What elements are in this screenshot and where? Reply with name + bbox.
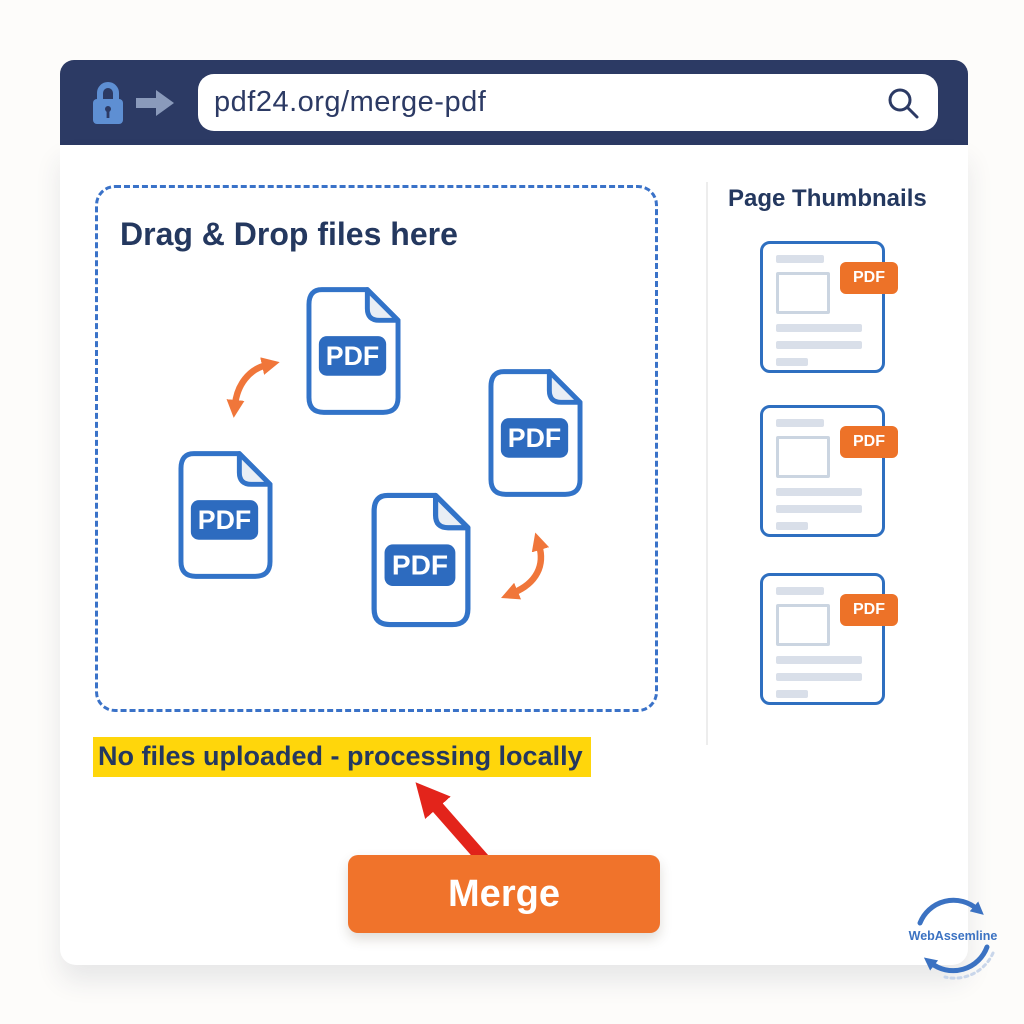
pdf-badge-label: PDF (392, 550, 448, 581)
swap-arrow-icon (501, 532, 550, 600)
thumb-pdf-badge: PDF (840, 262, 898, 294)
thumb-pdf-badge: PDF (840, 426, 898, 458)
thumb-text-line (776, 255, 825, 263)
merge-button[interactable]: Merge (348, 855, 660, 933)
lock-icon (93, 82, 123, 124)
pdf-file[interactable]: PDF (306, 286, 401, 416)
pdf-badge-label: PDF (198, 505, 251, 535)
thumb-text-line (776, 488, 862, 496)
webassembly-logo: WebAssemline (903, 883, 1003, 988)
thumb-pdf-badge: PDF (840, 594, 898, 626)
page-thumbnail[interactable]: PDF (760, 573, 898, 705)
pdf-badge-label: PDF (326, 341, 379, 371)
pdf-file-icon: PDF (178, 451, 273, 579)
pdf-file[interactable]: PDF (488, 368, 583, 498)
search-icon[interactable] (886, 86, 920, 120)
drop-zone[interactable]: Drag & Drop files here PDF PDF (95, 185, 658, 712)
browser-content: Drag & Drop files here PDF PDF (60, 145, 968, 965)
thumb-text-line (776, 656, 862, 664)
thumb-image-placeholder (776, 604, 830, 646)
browser-topbar: pdf24.org/merge-pdf (60, 60, 968, 145)
sidebar-divider (706, 182, 708, 745)
thumb-text-line (776, 522, 808, 530)
go-arrow-icon (136, 90, 174, 116)
status-highlight: No files uploaded - processing locally (93, 737, 591, 777)
thumb-text-line (776, 690, 808, 698)
logo-text: WebAssemline (908, 929, 998, 943)
thumb-text-line (776, 341, 862, 349)
thumb-text-line (776, 358, 808, 366)
url-text: pdf24.org/merge-pdf (214, 86, 487, 118)
pdf-file-icon: PDF (371, 492, 471, 628)
thumb-image-placeholder (776, 272, 830, 314)
thumb-text-line (776, 505, 862, 513)
browser-window: pdf24.org/merge-pdf Drag & Drop files he… (60, 60, 968, 965)
dropzone-title: Drag & Drop files here (120, 216, 458, 252)
url-bar[interactable]: pdf24.org/merge-pdf (198, 74, 938, 131)
thumb-text-line (776, 673, 862, 681)
sidebar-title: Page Thumbnails (728, 185, 927, 212)
page-thumbnail[interactable]: PDF (760, 241, 898, 373)
page-thumbnail[interactable]: PDF (760, 405, 898, 537)
thumb-text-line (776, 324, 862, 332)
thumb-image-placeholder (776, 436, 830, 478)
pdf-file[interactable]: PDF (371, 490, 471, 630)
thumb-text-line (776, 587, 825, 595)
pdf-file-icon: PDF (488, 369, 583, 497)
thumb-text-line (776, 419, 825, 427)
pdf-file-icon: PDF (306, 287, 401, 415)
pdf-file[interactable]: PDF (178, 450, 273, 580)
circular-arrows-icon (917, 897, 995, 980)
pdf-badge-label: PDF (508, 423, 561, 453)
swap-arrow-icon (226, 357, 280, 418)
